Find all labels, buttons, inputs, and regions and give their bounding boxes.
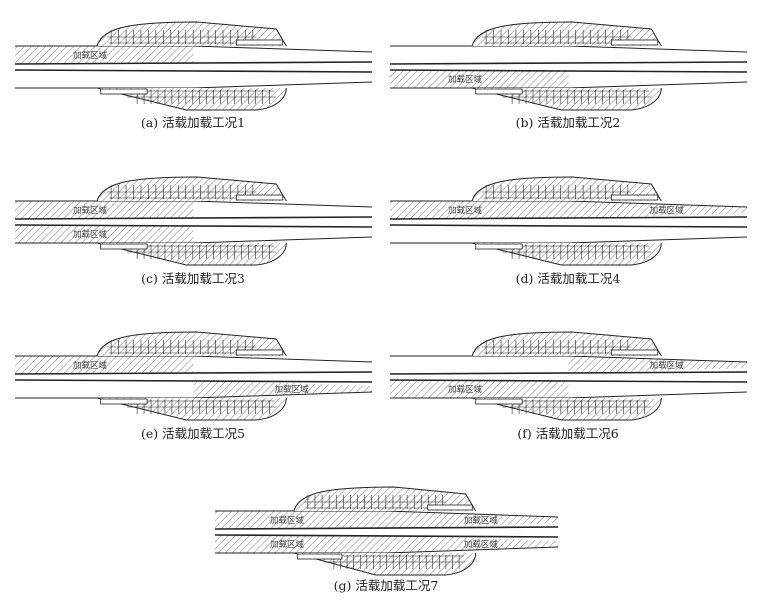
canopy-opening xyxy=(235,349,284,356)
loading-zone-label: 加载区域 xyxy=(650,360,685,371)
canopy-opening xyxy=(610,194,659,201)
panel-7: 加载区域加载区域加载区域加载区域 xyxy=(214,486,559,576)
loading-zone-label: 加载区域 xyxy=(464,539,499,550)
loading-zone-top-left xyxy=(15,356,194,374)
canopy-opening xyxy=(100,398,148,405)
canopy-opening xyxy=(235,194,284,201)
canopy-opening xyxy=(427,504,473,511)
loading-zone-bottom-left xyxy=(390,70,569,88)
loading-zone-label: 加载区域 xyxy=(73,229,108,240)
upper-deck-bottom-edge xyxy=(14,216,373,220)
canopy-opening xyxy=(475,398,523,405)
panel-4: 加载区域 加载区域 xyxy=(389,176,748,266)
canopy-opening xyxy=(100,243,148,250)
lower-deck-top-edge xyxy=(389,69,748,73)
loading-zone-label: 加载区域 xyxy=(73,360,108,371)
loading-zone-top-left xyxy=(15,201,194,219)
upper-deck-bottom-edge xyxy=(389,61,748,65)
panel-2: 加载区域 xyxy=(389,21,748,111)
loading-zone-label: 加载区域 xyxy=(464,515,499,526)
loading-zone-label: 加载区域 xyxy=(448,384,483,395)
lower-deck-top-edge xyxy=(389,224,748,228)
panel-caption: (d) 活载加载工况4 xyxy=(516,271,621,286)
loading-zone-top-left xyxy=(15,46,194,64)
loading-zone-label: 加载区域 xyxy=(275,384,310,395)
panel-caption: (g) 活载加载工况7 xyxy=(334,578,439,593)
panel-caption: (e) 活载加载工况5 xyxy=(141,426,245,441)
canopy-opening xyxy=(296,553,343,560)
loading-zone-label: 加载区域 xyxy=(650,205,685,216)
panel-caption: (a) 活载加载工况1 xyxy=(141,115,245,130)
upper-deck-bottom-edge xyxy=(14,371,373,375)
loading-zone-top-left xyxy=(215,511,387,529)
lower-deck-top-edge xyxy=(14,379,373,383)
upper-deck-bottom-edge xyxy=(14,61,373,65)
loading-zone-label: 加载区域 xyxy=(270,539,305,550)
loading-zone-top-left xyxy=(390,201,569,219)
upper-deck-top-edge xyxy=(390,45,748,53)
lower-deck-top-edge xyxy=(14,224,373,228)
canopy-opening xyxy=(610,39,659,46)
panel-caption: (b) 活载加载工况2 xyxy=(516,115,621,130)
loading-zone-bottom-left xyxy=(215,535,387,553)
lower-deck-top-edge xyxy=(214,534,559,538)
lower-deck-bottom-edge xyxy=(15,81,373,89)
loading-zone-bottom-left xyxy=(15,225,194,243)
upper-deck-bottom-edge xyxy=(389,371,748,375)
panel-caption: (c) 活载加载工况3 xyxy=(141,271,245,286)
lower-deck-top-edge xyxy=(389,379,748,383)
lower-deck-top-edge xyxy=(14,69,373,73)
lower-deck-bottom-edge xyxy=(390,236,748,244)
loading-zone-label: 加载区域 xyxy=(270,515,305,526)
loading-zone-label: 加载区域 xyxy=(73,50,108,61)
loading-zone-bottom-left xyxy=(390,380,569,398)
loading-zone-label: 加载区域 xyxy=(73,205,108,216)
canopy-opening xyxy=(475,88,523,95)
loading-zone-label: 加载区域 xyxy=(448,205,483,216)
panel-1: 加载区域 xyxy=(14,21,373,111)
upper-deck-bottom-edge xyxy=(389,216,748,220)
canopy-opening xyxy=(100,88,148,95)
loading-zone-label: 加载区域 xyxy=(448,74,483,85)
canopy-opening xyxy=(235,39,284,46)
panel-caption: (f) 活载加载工况6 xyxy=(517,426,618,441)
canopy-opening xyxy=(610,349,659,356)
canopy-opening xyxy=(475,243,523,250)
upper-deck-bottom-edge xyxy=(214,526,559,530)
